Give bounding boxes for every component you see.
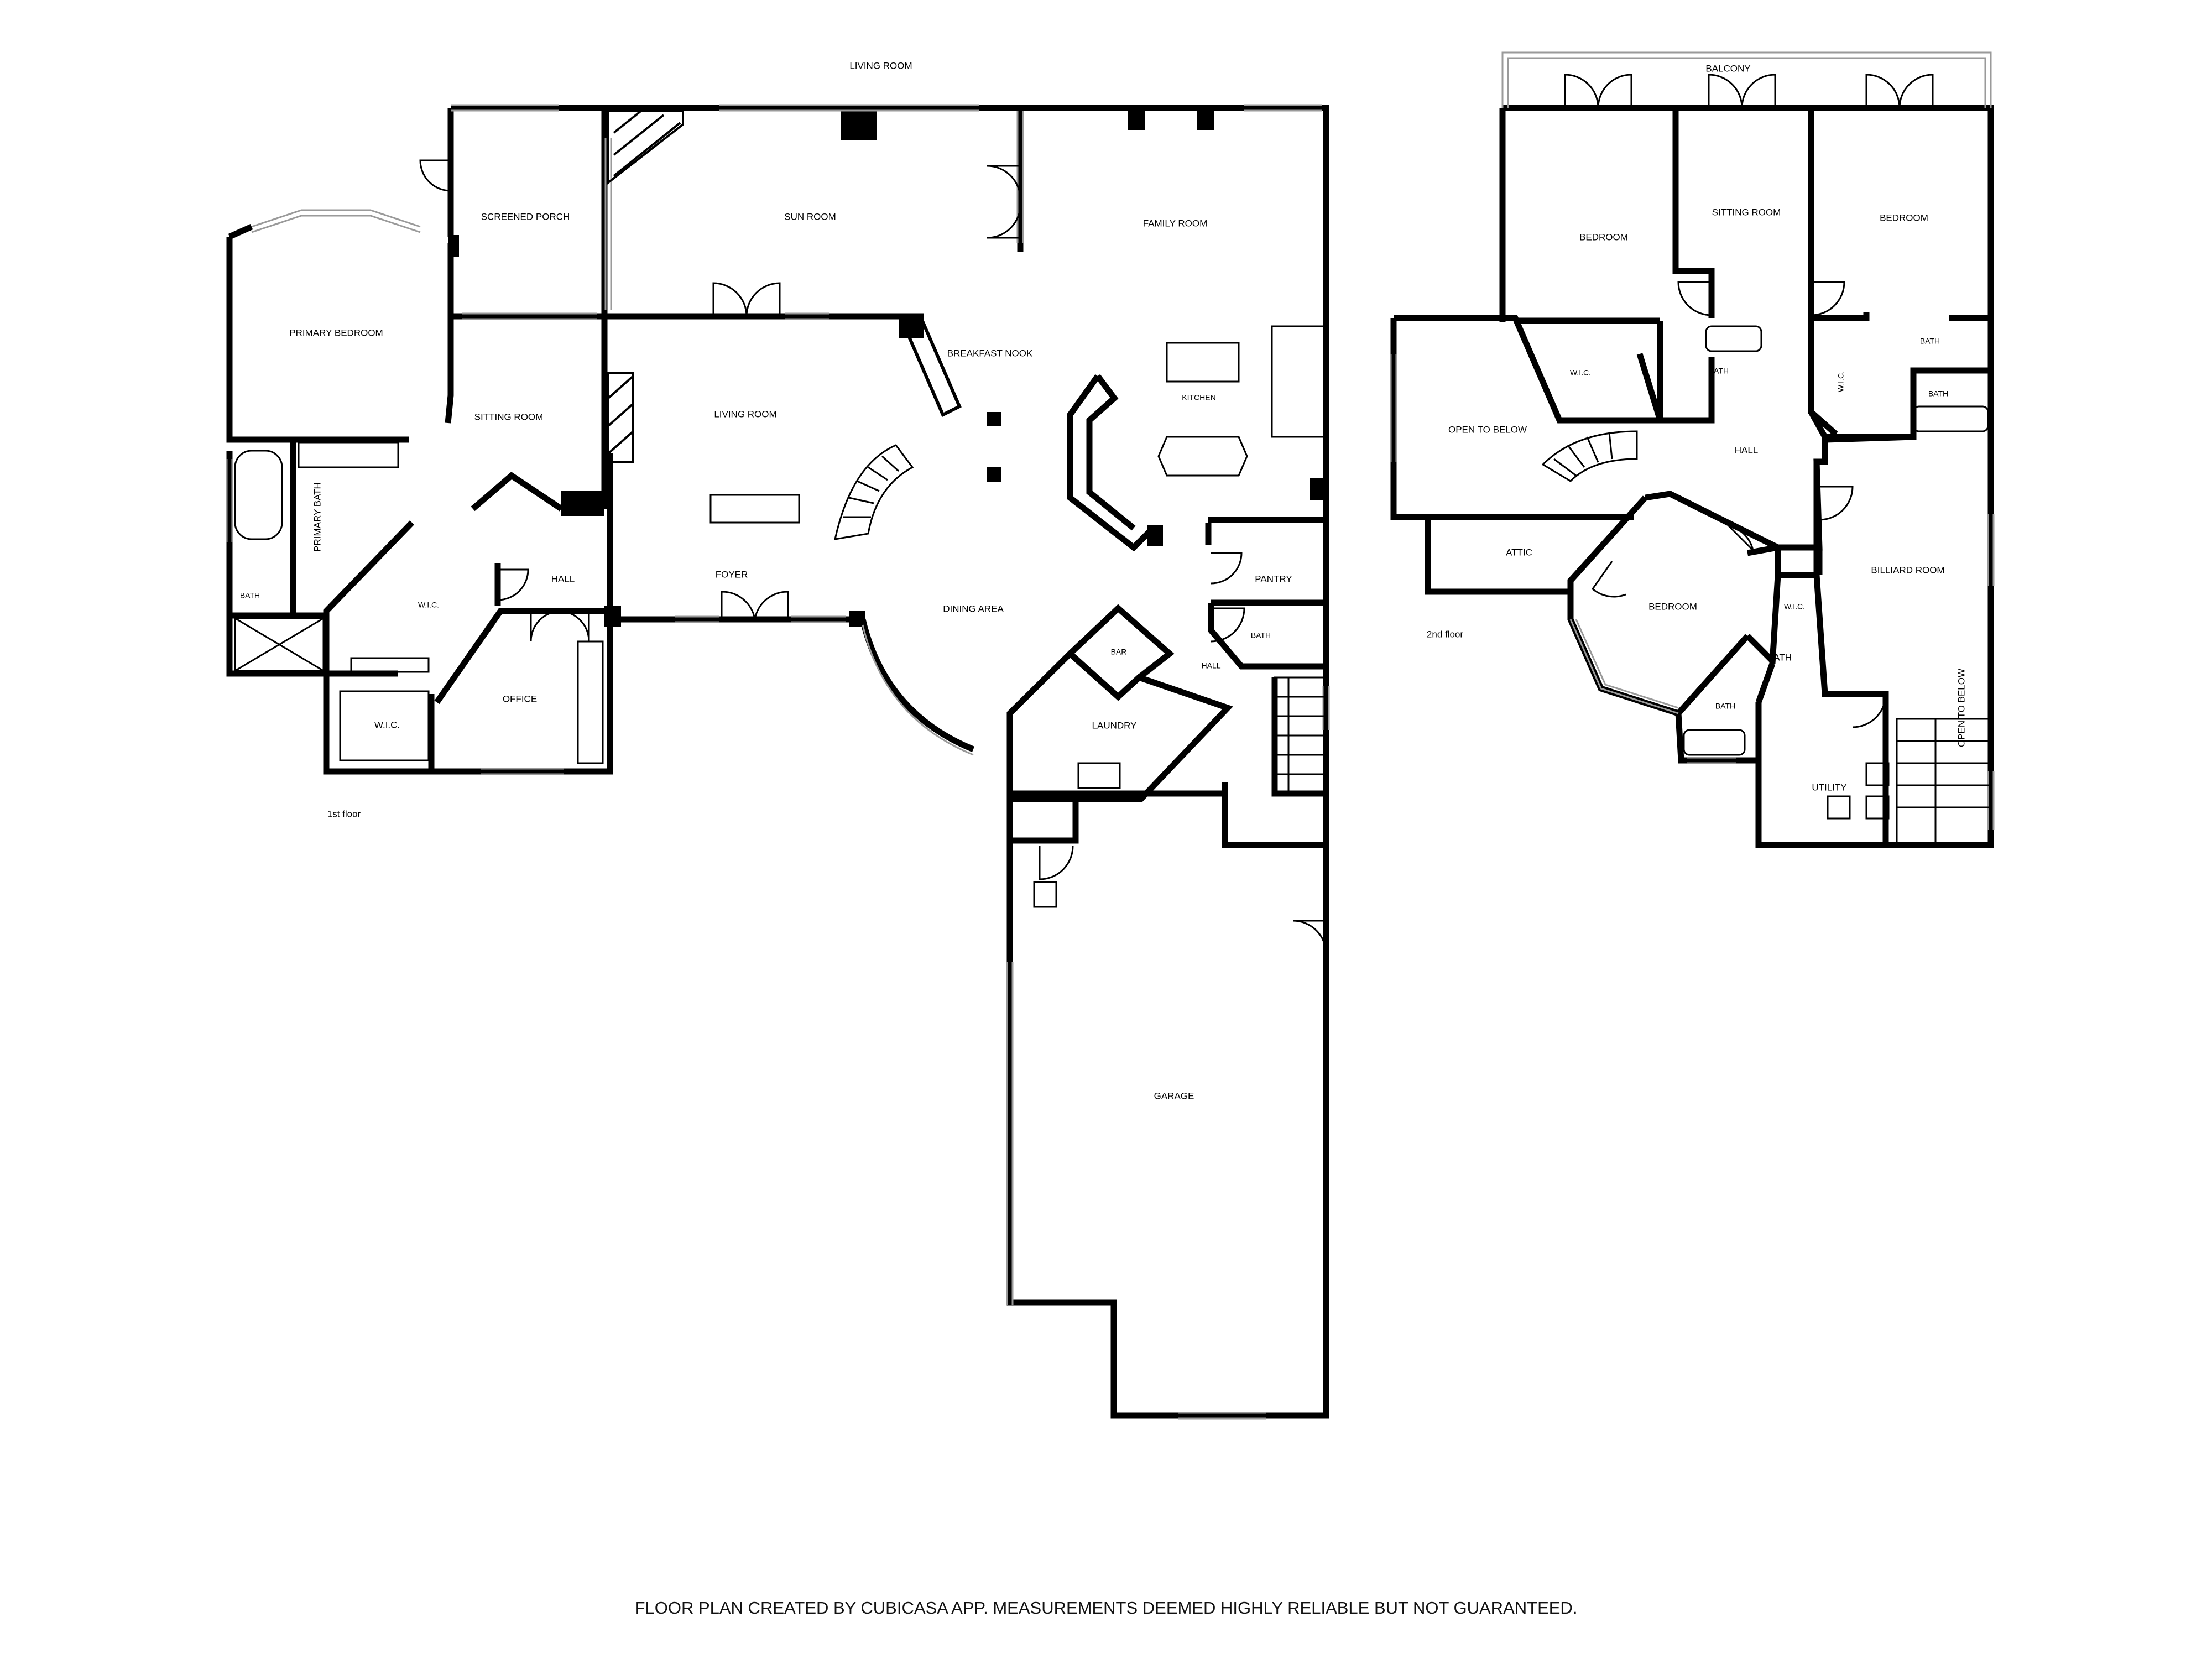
room-living-room-top: LIVING ROOM [849, 60, 912, 71]
room-family-room: FAMILY ROOM [1143, 218, 1208, 228]
room-garage: GARAGE [1154, 1091, 1194, 1101]
room-foyer: FOYER [716, 569, 748, 580]
room-hall: HALL [551, 573, 575, 584]
second-floor-fixtures [1683, 325, 1989, 820]
room-bath-billiard: BATH [1767, 652, 1792, 662]
room-dining-area: DINING AREA [943, 603, 1004, 614]
second-floor-staircase [1541, 430, 1992, 846]
room-wic-bedroom: W.I.C. [374, 719, 400, 730]
room-pantry: PANTRY [1255, 573, 1292, 584]
room-open-to-below: OPEN TO BELOW [1448, 424, 1527, 435]
service-staircase [1274, 676, 1326, 795]
first-floor-labels: LIVING ROOM SCREENED PORCH SUN ROOM FAMI… [240, 60, 1292, 1101]
room-utility: UTILITY [1812, 782, 1846, 792]
room-bath-right-small: BATH [1928, 389, 1948, 398]
first-floor-walls [226, 105, 1329, 1419]
room-bar: BAR [1111, 648, 1127, 656]
floor-label-first: 1st floor [327, 808, 361, 819]
first-floor-windows [226, 104, 1330, 1420]
breakfast-nook-cabinet [905, 321, 962, 418]
room-bath-bottom: BATH [1715, 702, 1735, 711]
second-floor-doors [1564, 74, 1934, 728]
room-balcony: BALCONY [1705, 63, 1750, 74]
second-floor-labels: BALCONY BEDROOM SITTING ROOM BEDROOM BAT… [1427, 63, 1967, 792]
room-breakfast-nook: BREAKFAST NOOK [947, 348, 1033, 358]
room-sitting-room: SITTING ROOM [474, 411, 544, 422]
room-billiard-room: BILLIARD ROOM [1871, 565, 1944, 575]
room-primary-bedroom: PRIMARY BEDROOM [289, 327, 383, 338]
room-wic-billiard: W.I.C. [1784, 602, 1805, 611]
room-bath-right: BATH [1920, 337, 1940, 346]
first-floor-fixtures [234, 325, 1326, 908]
room-bath-hall: BATH [1251, 631, 1271, 640]
balcony-outline [1501, 51, 1992, 108]
room-sitting-room-second: SITTING ROOM [1712, 207, 1781, 217]
room-open-to-below-vertical: OPEN TO BELOW [1956, 669, 1966, 747]
room-bath-center: BATH [1709, 367, 1729, 375]
footer-disclaimer: FLOOR PLAN CREATED BY CUBICASA APP. MEAS… [635, 1598, 1578, 1618]
fireplace [607, 109, 684, 463]
room-hall-small: HALL [1201, 661, 1220, 670]
room-kitchen: KITCHEN [1182, 393, 1215, 402]
room-wic-right: W.I.C. [1837, 371, 1845, 392]
room-bedroom-left: BEDROOM [1579, 232, 1628, 242]
room-laundry: LAUNDRY [1092, 720, 1137, 731]
room-wic-left: W.I.C. [1570, 368, 1591, 377]
room-bedroom-center: BEDROOM [1648, 601, 1697, 612]
room-screened-porch: SCREENED PORCH [481, 211, 570, 222]
room-wic-closet: W.I.C. [418, 601, 439, 609]
room-hall-second: HALL [1735, 445, 1759, 455]
second-floor-windows [1390, 354, 1995, 830]
room-bath-small: BATH [240, 591, 260, 600]
main-staircase [834, 444, 914, 540]
room-living-room: LIVING ROOM [714, 409, 776, 419]
first-floor-doors [419, 159, 1327, 954]
room-attic: ATTIC [1506, 547, 1532, 557]
room-bedroom-right: BEDROOM [1880, 212, 1928, 223]
room-primary-bath: PRIMARY BATH [312, 482, 322, 552]
room-office: OFFICE [503, 693, 537, 704]
floor-label-second: 2nd floor [1427, 629, 1463, 639]
room-sun-room: SUN ROOM [784, 211, 836, 222]
